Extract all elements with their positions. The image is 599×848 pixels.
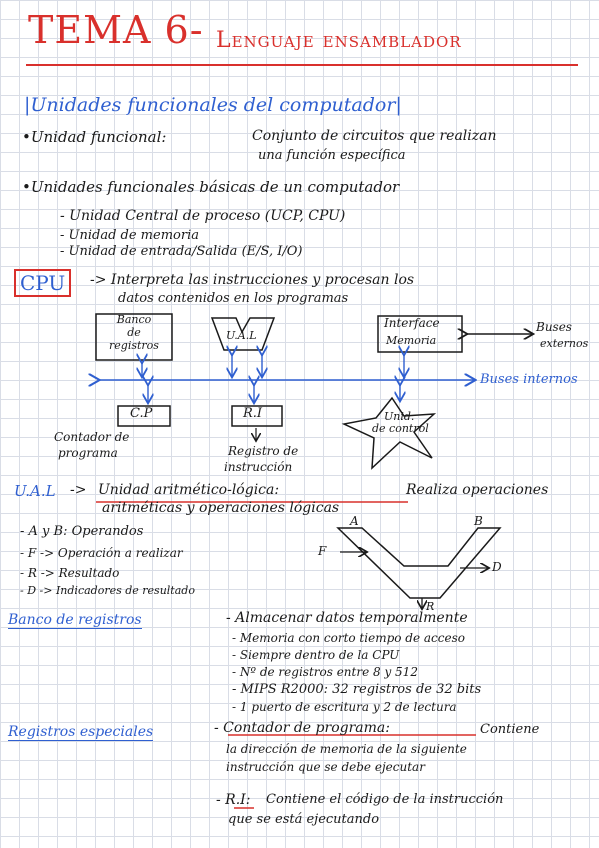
uf-definition-line2: una función específica	[258, 148, 406, 163]
ri-name: - R.I:	[216, 792, 251, 808]
ri-desc-line2: instrucción	[224, 460, 293, 474]
ual-label: U.A.L	[226, 329, 257, 342]
alu-label-b: B	[474, 514, 483, 528]
ual-definition-line1: Realiza operaciones	[406, 482, 549, 498]
list-item: - F -> Operación a realizar	[20, 546, 183, 560]
cp-desc-line2: programa	[58, 446, 118, 460]
page-title: TEMA 6-	[28, 8, 204, 52]
alu-diagram-shape	[336, 527, 502, 599]
cp-definition-line3: instrucción que se debe ejecutar	[226, 760, 425, 774]
cp-desc-line1: Contador de	[54, 430, 130, 444]
buses-externos-line2: externos	[540, 337, 589, 350]
alu-label-d: D	[492, 560, 502, 574]
list-item: - R -> Resultado	[20, 566, 120, 580]
control-label-line1: Unid.	[384, 410, 415, 423]
cp-definition-line1: Contiene	[480, 722, 540, 737]
page-subtitle: Lenguaje ensamblador	[216, 28, 462, 53]
list-item: - Unidad de entrada/Salida (E/S, I/O)	[60, 244, 303, 259]
ri-definition-line2: que se está ejecutando	[228, 812, 380, 827]
ual-arrow: ->	[70, 482, 87, 498]
uf-definition-line1: Conjunto de circuitos que realizan	[252, 128, 497, 144]
interface-label-line2: Memoria	[386, 334, 437, 347]
list-item: - Nº de registros entre 8 y 512	[232, 665, 418, 679]
ual-section-label: U.A.L	[14, 482, 56, 500]
ri-box	[231, 405, 283, 427]
cpu-description-line1: -> Interpreta las instrucciones y proces…	[90, 272, 415, 288]
banco-box	[95, 313, 173, 361]
list-item: - Unidad Central de proceso (UCP, CPU)	[60, 208, 346, 224]
banco-label-line2: de	[127, 326, 141, 339]
banco-label-line1: Banco	[116, 313, 152, 326]
list-item: - 1 puerto de escritura y 2 de lectura	[232, 700, 457, 714]
cp-name: - Contador de programa:	[214, 720, 390, 736]
list-item: - Unidad de memoria	[60, 228, 199, 243]
especiales-section-label: Registros especiales	[8, 724, 154, 741]
banco-label-line3: registros	[109, 339, 159, 352]
ri-desc-line1: Registro de	[228, 444, 299, 458]
control-unit-star	[341, 396, 437, 470]
cpu-label: CPU	[14, 269, 72, 297]
ri-definition-line1: Contiene el código de la instrucción	[266, 792, 504, 807]
uf-label: •Unidad funcional:	[22, 128, 167, 146]
alu-label-r: R	[426, 600, 435, 613]
buses-internos-label: Buses internos	[480, 372, 578, 387]
cp-label: C.P	[130, 406, 153, 421]
list-item: - Memoria con corto tiempo de acceso	[232, 631, 465, 645]
list-item: - MIPS R2000: 32 registros de 32 bits	[232, 682, 482, 697]
banco-section-label: Banco de registros	[8, 612, 142, 629]
cp-definition-line2: la dirección de memoria de la siguiente	[226, 742, 467, 756]
ual-name: Unidad aritmético-lógica:	[98, 482, 280, 498]
title-underline	[26, 64, 578, 66]
buses-externos-line1: Buses	[536, 320, 572, 334]
list-item: - D -> Indicadores de resultado	[20, 584, 195, 597]
interface-label-line1: Interface	[384, 316, 440, 330]
basic-units-title: •Unidades funcionales básicas de un comp…	[22, 178, 400, 196]
control-label-line2: de control	[372, 422, 429, 435]
list-item: - Siempre dentro de la CPU	[232, 648, 400, 662]
ual-definition-line2: aritméticas y operaciones lógicas	[102, 500, 340, 516]
cp-box	[117, 405, 171, 427]
section-heading-unidades: |Unidades funcionales del computador|	[24, 94, 402, 116]
alu-label-f: F	[318, 544, 327, 558]
list-item: - A y B: Operandos	[20, 524, 144, 539]
cpu-description-line2: datos contenidos en los programas	[118, 291, 349, 306]
list-item: - Almacenar datos temporalmente	[226, 610, 468, 626]
alu-label-a: A	[350, 514, 359, 528]
ri-label: R.I	[243, 406, 263, 421]
